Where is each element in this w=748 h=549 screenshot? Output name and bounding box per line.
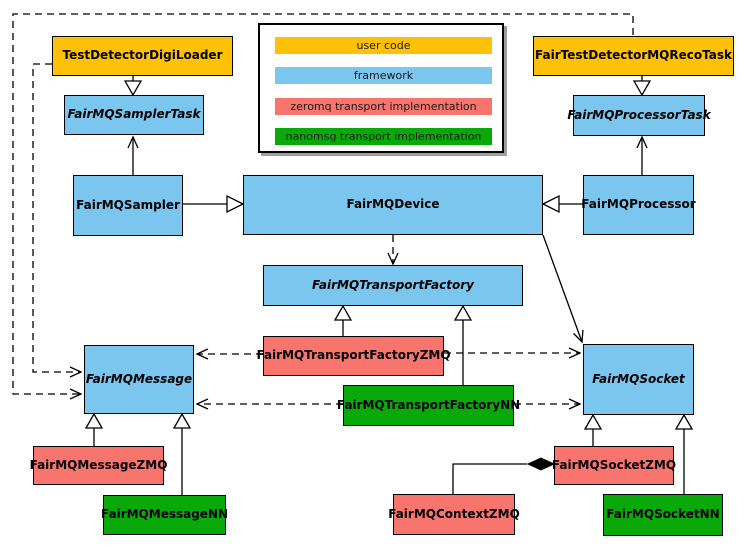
inheritance-triangle-icon	[541, 194, 560, 214]
node-fairmqmessagenn: FairMQMessageNN	[101, 495, 228, 535]
node-fairmqsocketnn: FairMQSocketNN	[603, 494, 723, 536]
node-fairmqsocket: FairMQSocket	[583, 344, 694, 415]
legend-item-zeromq: zeromq transport implementation	[275, 98, 492, 115]
node-fairmqtransportfactorynn: FairMQTransportFactoryNN	[337, 385, 520, 426]
node-fairmqsamplertask: FairMQSamplerTask	[64, 95, 204, 135]
legend-item-user-code: user code	[275, 37, 492, 54]
node-fairmqsampler: FairMQSampler	[73, 175, 183, 236]
inheritance-triangle-icon	[123, 80, 143, 97]
node-fairmqprocessor: FairMQProcessor	[581, 175, 696, 235]
inheritance-triangle-icon	[583, 413, 603, 430]
edge-dep-recotask-message	[12, 13, 634, 400]
edge-dep-digiloader-message	[32, 63, 83, 378]
legend-item-framework: framework	[275, 67, 492, 84]
inheritance-triangle-icon	[453, 304, 473, 321]
inheritance-triangle-icon	[632, 80, 652, 97]
edge-assoc-device-socket	[542, 234, 584, 344]
legend-item-nanomsg: nanomsg transport implementation	[275, 128, 492, 145]
node-fairmqtransportfactory: FairMQTransportFactory	[263, 265, 523, 306]
inheritance-triangle-icon	[333, 304, 353, 321]
node-fairmqtransportfactoryzmq: FairMQTransportFactoryZMQ	[256, 336, 451, 376]
legend-box: user code framework zeromq transport imp…	[258, 23, 504, 153]
node-fairmqmessagezmq: FairMQMessageZMQ	[30, 446, 167, 485]
node-fairmqmessage: FairMQMessage	[84, 345, 194, 414]
node-fairmqsocketzmq: FairMQSocketZMQ	[552, 446, 676, 485]
inheritance-triangle-icon	[172, 412, 192, 429]
inheritance-triangle-icon	[84, 412, 104, 429]
inheritance-triangle-icon	[226, 194, 245, 214]
composition-diamond-icon	[526, 457, 556, 471]
node-fairtestdetectormqrecotask: FairTestDetectorMQRecoTask	[533, 36, 734, 76]
edge-comp-contextzmq-socketzmq	[452, 463, 527, 494]
node-testdetectordigiloader: TestDetectorDigiLoader	[52, 36, 233, 76]
node-fairmqdevice: FairMQDevice	[243, 175, 543, 235]
inheritance-triangle-icon	[674, 413, 694, 430]
node-fairmqprocessortask: FairMQProcessorTask	[567, 95, 711, 136]
node-fairmqcontextzmq: FairMQContextZMQ	[388, 494, 520, 535]
